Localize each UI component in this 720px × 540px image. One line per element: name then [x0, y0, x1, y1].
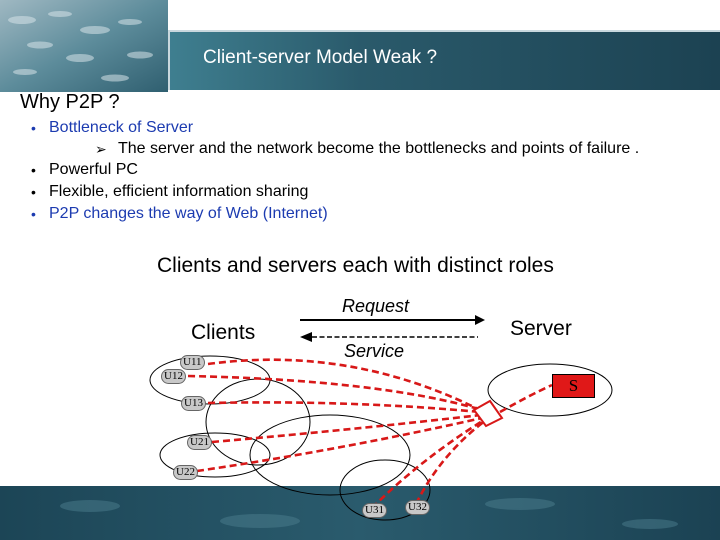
- section-heading: Why P2P ?: [20, 91, 120, 113]
- server-node: S: [552, 374, 595, 398]
- header-banner: Client-server Model Weak ?: [0, 0, 720, 92]
- sub-bullet-item: The server and the network become the bo…: [118, 140, 640, 157]
- service-label: Service: [344, 341, 405, 361]
- router-icon: [472, 399, 504, 428]
- bullet-dot: •: [31, 120, 36, 136]
- bullet-item: P2P changes the way of Web (Internet): [49, 205, 328, 222]
- server-label: Server: [510, 317, 572, 340]
- bullet-dot: •: [31, 162, 36, 178]
- bottom-band: [0, 486, 720, 540]
- client-node: U21: [187, 435, 212, 450]
- bullet-item: Powerful PC: [49, 161, 138, 178]
- banner-graphic: [0, 0, 720, 92]
- bullet-list: • Bottleneck of Server ➢ The server and …: [0, 0, 720, 230]
- client-node: U13: [181, 396, 206, 411]
- bullet-dot: •: [31, 184, 36, 200]
- clients-label: Clients: [191, 321, 256, 344]
- client-node: U22: [173, 465, 198, 480]
- client-node: U11: [180, 355, 205, 370]
- slide-title: Client-server Model Weak ?: [203, 47, 438, 68]
- arrowhead-right-icon: [475, 315, 485, 325]
- client-node: U31: [362, 503, 387, 518]
- request-label: Request: [342, 296, 410, 316]
- bullet-item: Bottleneck of Server: [49, 119, 194, 136]
- client-node: U32: [405, 500, 430, 515]
- bullet-item: Flexible, efficient information sharing: [49, 183, 309, 200]
- network-regions: [149, 355, 613, 521]
- client-node: U12: [161, 369, 186, 384]
- arrowhead-left-icon: [300, 332, 312, 342]
- arrow-bullet-icon: ➢: [95, 141, 107, 157]
- connection-links: [187, 358, 553, 509]
- bullet-dot: •: [31, 206, 36, 222]
- diagram-title: Clients and servers each with distinct r…: [157, 254, 554, 277]
